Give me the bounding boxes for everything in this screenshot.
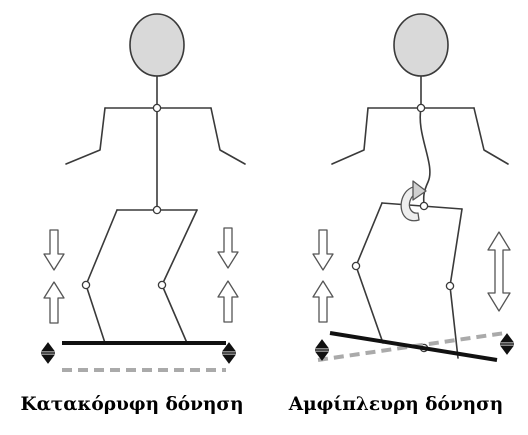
right-head [393, 13, 449, 77]
left-knee-left-joint [81, 280, 91, 290]
right-knee-right-joint [445, 281, 455, 291]
right-arm-left [331, 107, 369, 165]
left-hip-joint [152, 205, 162, 215]
left-down-arrow-icon [43, 229, 65, 271]
right-double-headed-arrow-icon [487, 231, 511, 312]
right-direction-arrows [312, 229, 511, 323]
right-left-down-arrow-icon [312, 229, 334, 271]
right-platform-double-arrow-icon [222, 342, 236, 364]
right-neck-joint [416, 103, 426, 113]
left-leg-left [85, 209, 118, 344]
right-right-platform-double-arrow-icon [500, 333, 514, 355]
left-neck-joint [152, 103, 162, 113]
left-arm-right [210, 107, 246, 165]
caption-vertical-vibration: Κατακόρυφη δόνηση [20, 394, 244, 415]
left-panel [41, 13, 246, 372]
left-knee-right-joint [157, 280, 167, 290]
rotation-arrow-icon [400, 180, 427, 222]
right-joints [351, 103, 455, 353]
right-knee-left-joint [351, 261, 361, 271]
right-hip-joint [419, 201, 429, 211]
right-spine [419, 107, 431, 207]
right-double-arrows [315, 333, 514, 361]
left-double-arrows [41, 342, 236, 364]
right-up-arrow-icon [217, 280, 239, 323]
left-stick-figure [65, 13, 246, 344]
right-left-platform-double-arrow-icon [315, 339, 329, 361]
right-down-arrow-icon [217, 227, 239, 269]
right-leg-left [355, 202, 384, 344]
left-head [129, 13, 185, 77]
left-joints [81, 103, 167, 290]
right-arm-right [473, 107, 509, 165]
left-arm-left [65, 107, 106, 165]
left-platform-double-arrow-icon [41, 342, 55, 364]
left-direction-arrows [43, 227, 239, 324]
left-leg-right [161, 209, 198, 344]
right-left-up-arrow-icon [312, 280, 334, 323]
caption-side-alternating-vibration: Αμφίπλευρη δόνηση [288, 394, 504, 415]
right-platform [329, 331, 498, 362]
right-panel [312, 13, 514, 362]
left-up-arrow-icon [43, 281, 65, 324]
